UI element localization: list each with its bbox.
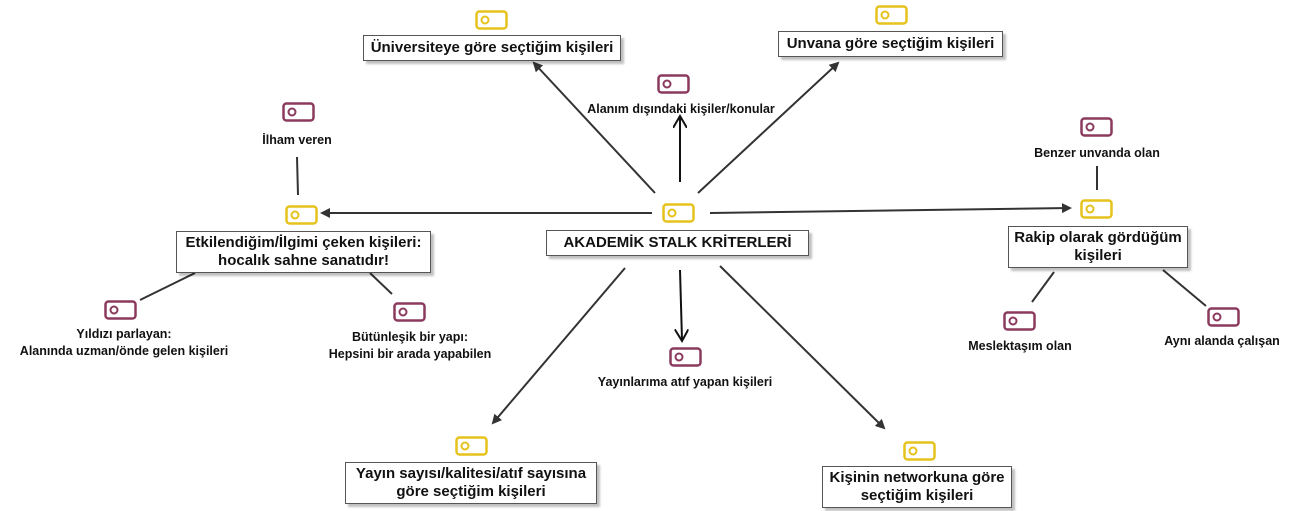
node-university-label: Üniversiteye göre seçtiğim kişileri [370,39,614,56]
node-network[interactable]: Kişinin networkuna göre seçtiğim kişiler… [822,466,1012,508]
major-topic-icon [285,205,318,225]
edge-center-title [697,61,840,194]
node-inspired[interactable]: Etkilendiğim/İlgimi çeken kişileri: hoca… [176,231,431,273]
minor-topic-icon [1080,117,1113,137]
minor-topic-icon [1003,311,1036,331]
major-topic-icon [455,436,488,456]
minor-topic-icon [669,347,702,367]
edge-center-university [532,61,656,194]
node-center[interactable]: AKADEMİK STALK KRİTERLERİ [546,230,809,256]
edge-inspired-inspiring [296,156,299,196]
edge-rival-colleague [1031,271,1055,303]
edge-center-rival [709,203,1072,214]
node-university[interactable]: Üniversiteye göre seçtiğim kişileri [363,35,621,61]
minor-topic-icon [393,302,426,322]
node-holistic[interactable]: Bütünleşik bir yapı: Hepsini bir arada y… [315,329,505,363]
node-same-field[interactable]: Aynı alanda çalışan [1164,334,1280,348]
edge-center-network [719,265,886,430]
minor-topic-icon [282,102,315,122]
node-inspired-line2: hocalık sahne sanatıdır! [218,252,389,269]
node-rising-star[interactable]: Yıldızı parlayan: Alanında uzman/önde ge… [4,326,244,360]
node-colleague[interactable]: Meslektaşım olan [968,339,1072,353]
node-rising-star-line2: Alanında uzman/önde gelen kişileri [19,343,229,358]
edge-inspired-rising [139,272,196,301]
major-topic-icon [1080,199,1113,219]
node-network-line2: seçtiğim kişileri [860,487,974,504]
node-rival[interactable]: Rakip olarak gördüğüm kişileri [1008,226,1188,268]
major-topic-icon [903,441,936,461]
node-publications-line1: Yayın sayısı/kalitesi/atıf sayısına [355,465,587,482]
node-publications-line2: göre seçtiğim kişileri [396,483,546,500]
major-topic-icon [475,10,508,30]
minor-topic-icon [104,300,137,320]
node-similar-title[interactable]: Benzer unvanda olan [1034,146,1160,160]
node-holistic-line2: Hepsini bir arada yapabilen [328,346,492,361]
node-inspiring[interactable]: İlham veren [262,133,332,147]
node-rival-line2: kişileri [1074,247,1122,264]
node-title-label: Unvana göre seçtiğim kişileri [786,35,995,52]
major-topic-icon [875,5,908,25]
node-inspired-line1: Etkilendiğim/İlgimi çeken kişileri: [185,234,422,251]
edge-inspired-holistic [369,272,393,295]
node-center-label: AKADEMİK STALK KRİTERLERİ [563,234,792,251]
node-holistic-line1: Bütünleşik bir yapı: [352,330,468,344]
node-rival-line1: Rakip olarak gördüğüm [1014,229,1182,246]
node-rising-star-line1: Yıldızı parlayan: [76,327,172,341]
node-network-line1: Kişinin networkuna göre [829,469,1005,486]
edge-center-citing [680,269,682,340]
edge-center-publications [491,267,626,425]
minor-topic-icon [1207,307,1240,327]
node-publications[interactable]: Yayın sayısı/kalitesi/atıf sayısına göre… [345,462,597,504]
node-outside-field[interactable]: Alanım dışındaki kişiler/konular [587,102,775,116]
edge-rival-same-field [1162,269,1207,307]
minor-topic-icon [657,74,690,94]
major-topic-icon [662,203,695,223]
node-title[interactable]: Unvana göre seçtiğim kişileri [778,31,1003,57]
node-citing[interactable]: Yayınlarıma atıf yapan kişileri [597,375,773,389]
